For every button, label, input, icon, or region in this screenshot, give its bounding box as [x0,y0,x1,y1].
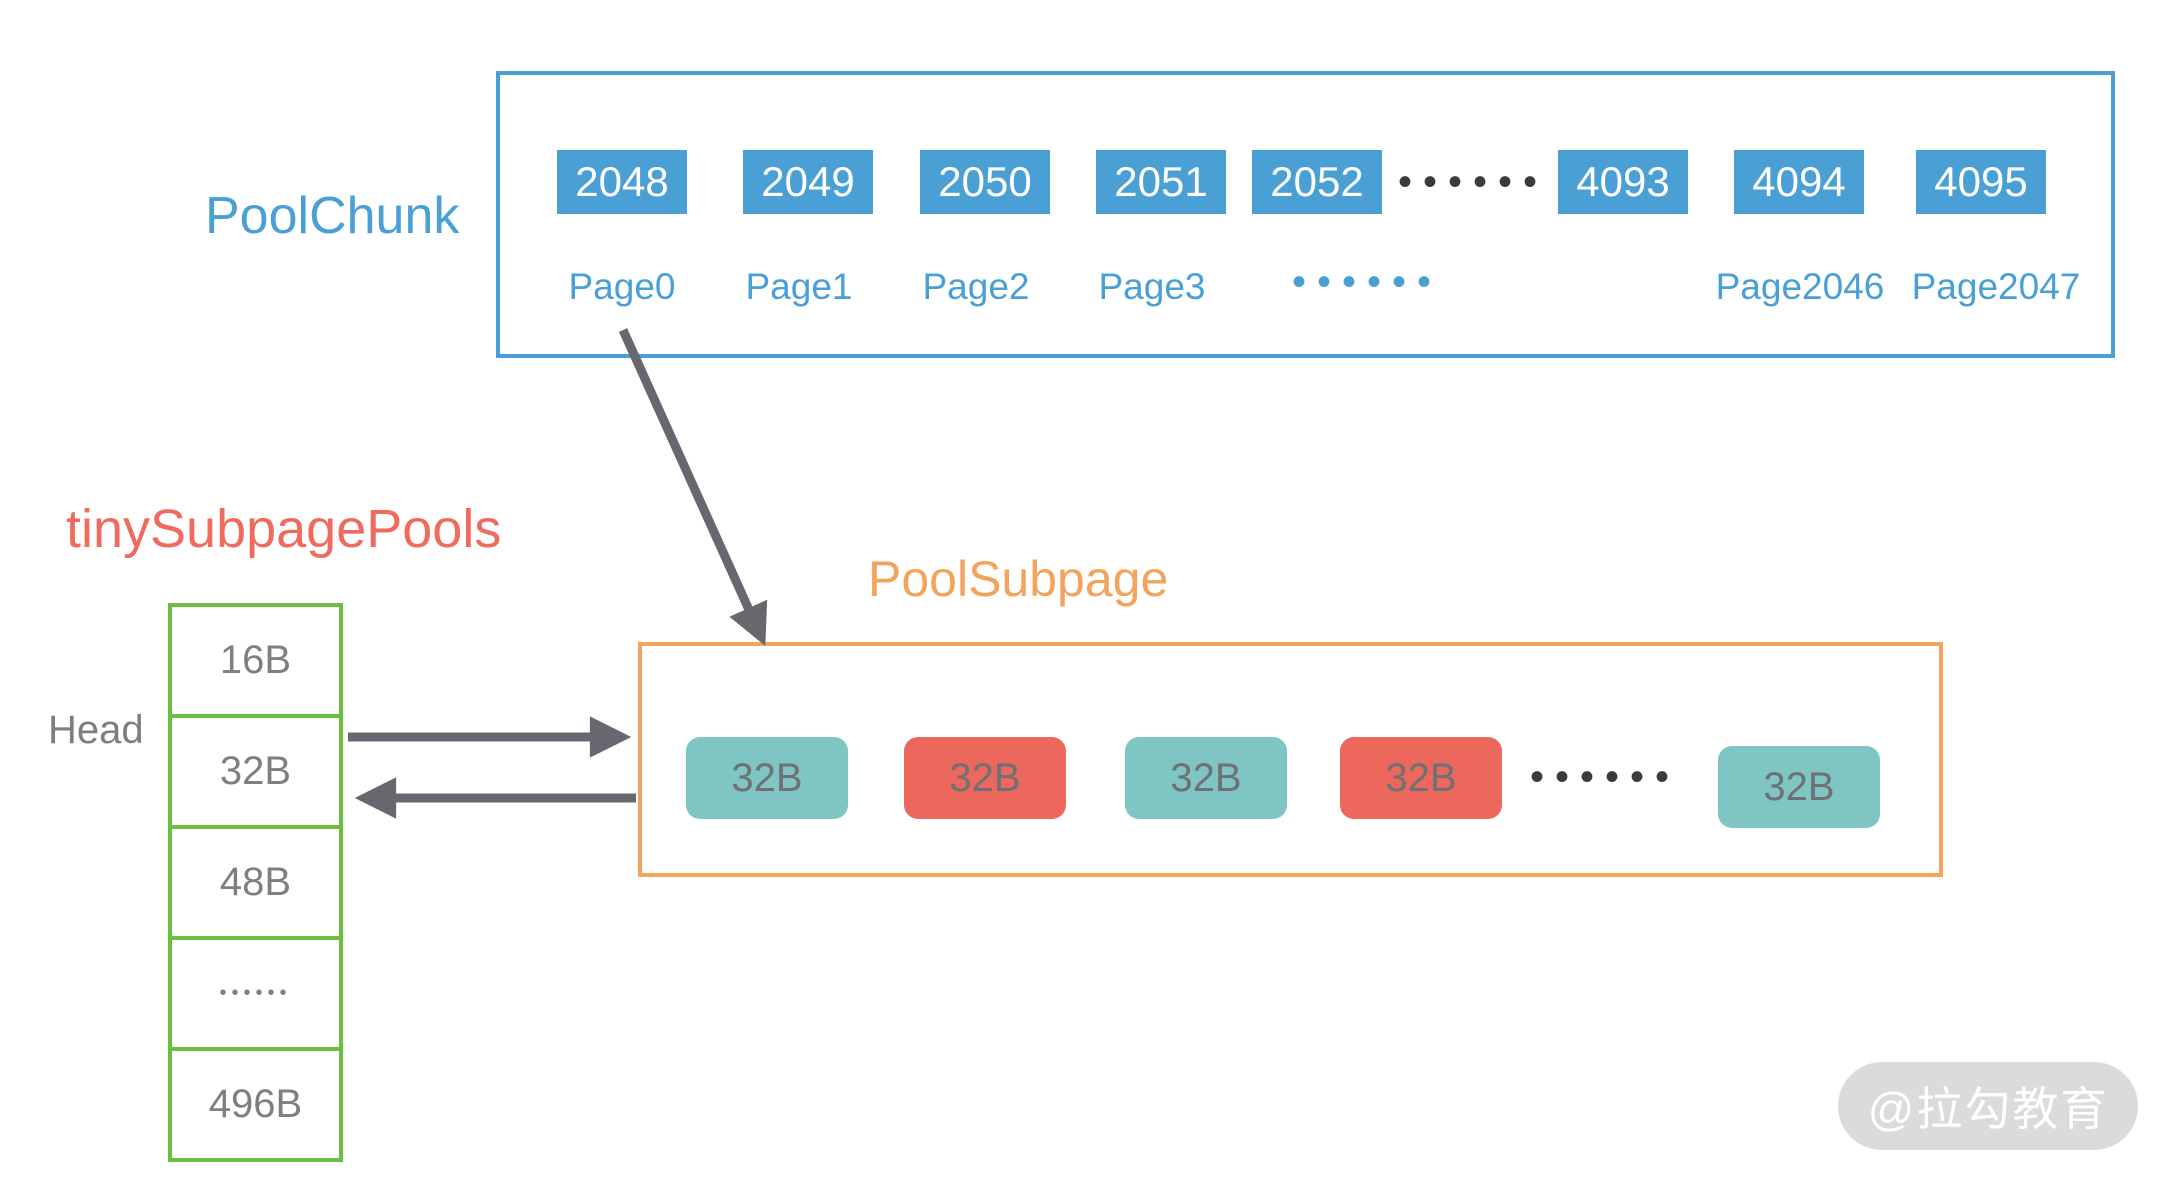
page-label: Page2 [922,266,1030,307]
page-label: Page1 [745,266,853,307]
chunk-page-cell: 2048 [557,150,687,214]
poolsubpage-container [638,642,1943,877]
subpage-block-free: 32B [1125,737,1287,819]
page-label: Page0 [568,266,676,307]
chunk-page-cell: 4095 [1916,150,2046,214]
arrow-page0-to-subpage [618,328,768,646]
page-label: Page3 [1098,266,1206,307]
chunk-page-cell: 2052 [1252,150,1382,214]
page-ellipsis-dots: •••••• [1292,260,1443,304]
chunk-page-cell: 2050 [920,150,1050,214]
subpage-block-used: 32B [1340,737,1502,819]
subpage-block-free: 32B [686,737,848,819]
tinysubpagepools-table: 16B 32B 48B •••••• 496B [168,603,343,1162]
subpage-ellipsis-dots: •••••• [1530,755,1681,799]
chunk-page-cell: 2051 [1096,150,1226,214]
page-label: Page2046 [1715,266,1885,307]
chunk-page-cell: 2049 [743,150,873,214]
pool-row-496b: 496B [172,1047,339,1158]
head-label: Head [48,708,144,752]
pool-row-48b: 48B [172,825,339,936]
pool-row-ellipsis: •••••• [172,936,339,1047]
pool-row-16b: 16B [219,638,292,682]
chunk-page-cell: 4093 [1558,150,1688,214]
chunk-page-cell: 4094 [1734,150,1864,214]
chunk-ellipsis-dots: •••••• [1398,160,1549,204]
tinysubpagepools-title: tinySubpagePools [66,499,502,559]
subpage-block-used: 32B [904,737,1066,819]
subpage-block-free: 32B [1718,746,1880,828]
poolchunk-container [496,71,2115,358]
page-label: Page2047 [1911,266,2081,307]
watermark-badge: @拉勾教育 [1838,1062,2138,1150]
poolsubpage-title: PoolSubpage [868,551,1169,607]
pool-row-32b: 32B [172,714,339,825]
poolchunk-title: PoolChunk [205,187,460,245]
